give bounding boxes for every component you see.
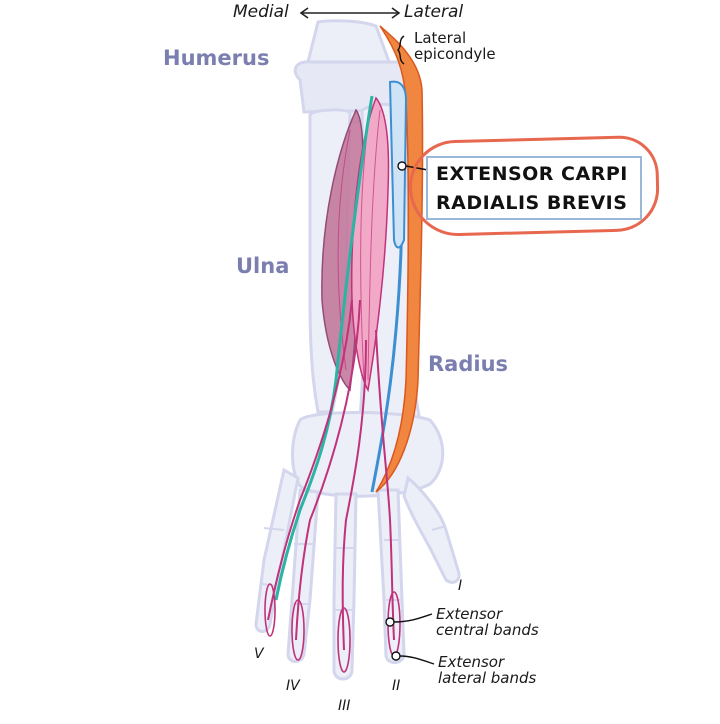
ulna-label: Ulna bbox=[236, 254, 290, 278]
muscle-title-box: EXTENSOR CARPI RADIALIS BREVIS bbox=[426, 156, 642, 220]
digit-II-label: II bbox=[392, 678, 401, 694]
lateral-bands-line-2: lateral bands bbox=[438, 669, 537, 687]
lateral-epicondyle-line-1: Lateral bbox=[414, 29, 467, 47]
radius-label: Radius bbox=[428, 352, 509, 376]
digit-IV-label: IV bbox=[286, 678, 300, 694]
orange-muscle bbox=[375, 25, 424, 493]
finger-tendons bbox=[267, 299, 395, 651]
title-line-2: RADIALIS BREVIS bbox=[436, 192, 628, 214]
thumb-bones bbox=[402, 475, 461, 584]
humerus-label: Humerus bbox=[163, 46, 270, 70]
lateral-bands-line-1: Extensor bbox=[438, 653, 505, 671]
lateral-label: Lateral bbox=[404, 2, 464, 22]
wrist-carpals bbox=[291, 411, 445, 498]
medial-lateral-arrow bbox=[299, 7, 401, 19]
central-bands-line-2: central bands bbox=[436, 621, 539, 639]
digit-III-label: III bbox=[338, 698, 351, 714]
title-line-1: EXTENSOR CARPI bbox=[436, 163, 628, 185]
medial-label: Medial bbox=[233, 2, 289, 22]
lateral-epicondyle-line-2: epicondyle bbox=[414, 45, 496, 63]
central-bands-label: Extensor central bands bbox=[436, 606, 539, 638]
epicondyle-brace bbox=[397, 35, 405, 65]
digit-I-label: I bbox=[458, 578, 463, 594]
pointer-lines bbox=[385, 161, 435, 665]
central-bands-line-1: Extensor bbox=[436, 605, 503, 623]
lateral-bands-label: Extensor lateral bands bbox=[438, 654, 536, 686]
lateral-epicondyle-label: Lateral epicondyle bbox=[414, 30, 496, 62]
finger-iv-bones bbox=[286, 488, 320, 663]
digit-V-label: V bbox=[254, 646, 264, 662]
